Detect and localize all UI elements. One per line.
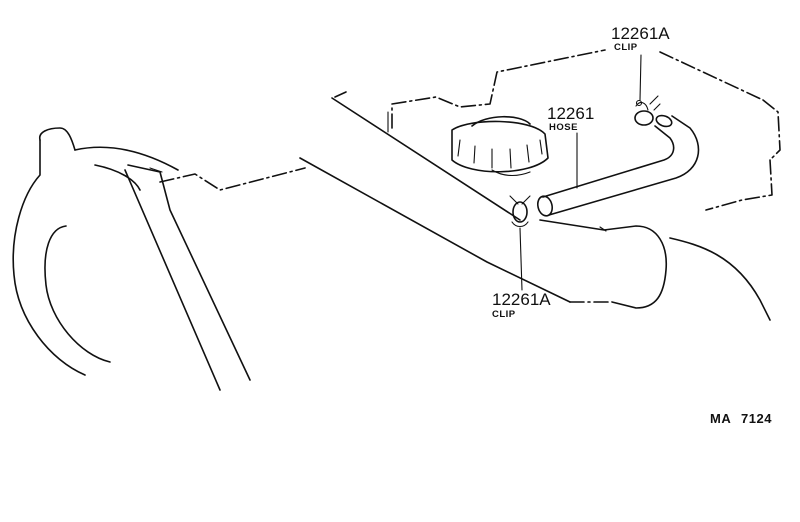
body-panel <box>299 91 571 303</box>
diagram-code-number: 7124 <box>741 411 772 426</box>
part-number: 12261A <box>492 290 551 309</box>
lower-hose-clip <box>509 195 531 228</box>
diagram-reference-code: MA 7124 <box>710 411 772 426</box>
part-number: 12261 <box>547 104 594 123</box>
leader-lines <box>519 54 642 291</box>
fan-pulley-belt <box>12 127 306 391</box>
part-description: HOSE <box>549 122 578 133</box>
part-label-hose: 12261 HOSE <box>547 104 594 133</box>
part-label-lower-clip: 12261A CLIP <box>492 290 551 320</box>
part-label-upper-clip: 12261A CLIP <box>611 24 670 53</box>
part-description: CLIP <box>614 42 638 53</box>
oil-filler-cap <box>451 115 549 177</box>
engine-cover-outline <box>387 49 781 211</box>
part-description: CLIP <box>492 309 516 320</box>
air-intake-duct <box>539 219 771 321</box>
diagram-code-prefix: MA <box>710 411 731 426</box>
breather-hose <box>536 114 700 217</box>
part-number: 12261A <box>611 24 670 43</box>
upper-hose-clip <box>634 95 661 126</box>
